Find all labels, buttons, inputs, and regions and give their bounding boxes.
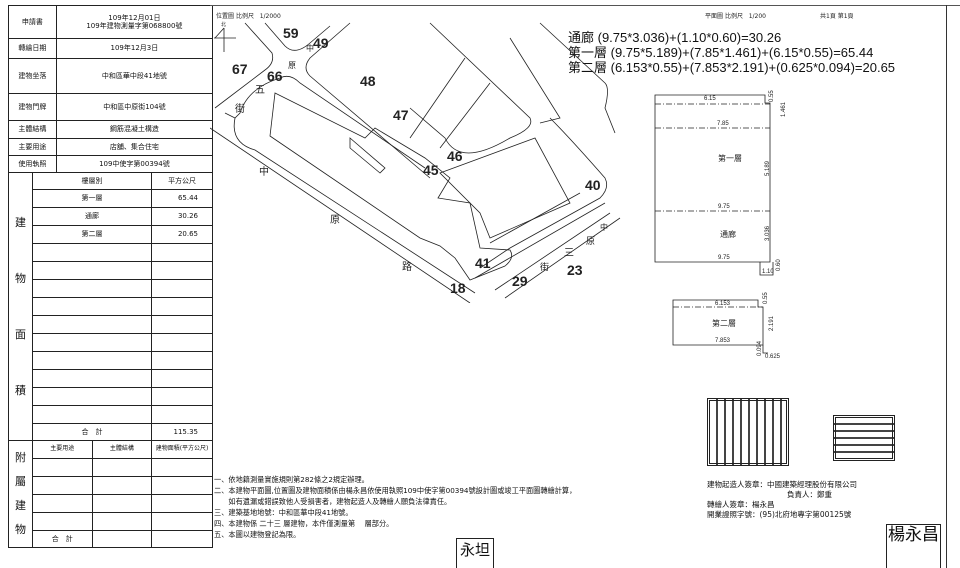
annex-total-label: 合 計	[31, 530, 93, 548]
svg-text:59: 59	[283, 25, 299, 41]
svg-text:1.461: 1.461	[781, 101, 787, 117]
license-value: 109中使字第00394號	[55, 155, 214, 173]
structure-label: 主體結構	[8, 120, 57, 139]
redraw-date-value: 109年12月3日	[55, 38, 214, 59]
col-floor: 樓層別	[31, 172, 153, 190]
area-side-label: 建物面積	[8, 172, 33, 441]
address-label: 建物門牌	[8, 93, 57, 121]
svg-text:街: 街	[540, 261, 549, 272]
plan-first-floor	[654, 94, 774, 276]
svg-text:街: 街	[235, 102, 245, 115]
svg-text:9.75: 9.75	[718, 255, 730, 261]
svg-text:中: 中	[600, 222, 608, 232]
svg-text:47: 47	[393, 107, 409, 123]
col-annex-area: 建物面積(平方公尺)	[151, 440, 213, 459]
col-annex-usage: 主要用途	[31, 440, 93, 459]
svg-text:48: 48	[360, 73, 376, 89]
company-seal	[707, 398, 789, 466]
representative-seal	[833, 415, 895, 461]
formula-corridor: 通廊 (9.75*3.036)+(1.10*0.60)=30.26	[568, 30, 782, 45]
svg-text:第二層: 第二層	[712, 318, 736, 328]
small-seal: 永坦	[456, 538, 495, 568]
svg-text:第一層: 第一層	[718, 153, 742, 163]
area-total: 115.35	[151, 423, 213, 441]
svg-text:中: 中	[306, 43, 314, 53]
application-label: 申請書	[8, 5, 57, 39]
application-date: 109年12月01日	[108, 13, 161, 22]
svg-text:67: 67	[232, 61, 248, 77]
svg-text:23: 23	[567, 262, 583, 278]
location-value: 中和區華中段41地號	[55, 58, 214, 94]
svg-text:6.15: 6.15	[704, 96, 716, 102]
svg-text:18: 18	[450, 280, 466, 296]
svg-text:0.55: 0.55	[763, 292, 769, 304]
svg-text:46: 46	[447, 148, 463, 164]
structure-value: 鋼筋混凝土構造	[55, 120, 214, 139]
signatures: 建物起造人簽章：中國建築經理股份有限公司 負責人：鄭重 轉繪人簽章：楊永昌 開業…	[707, 480, 857, 520]
svg-text:9.75: 9.75	[718, 204, 730, 210]
svg-text:通廊: 通廊	[720, 229, 736, 239]
svg-text:三: 三	[564, 248, 574, 259]
svg-text:40: 40	[585, 177, 601, 193]
representative: 負責人：鄭重	[787, 490, 832, 499]
site-map-header: 位置圖 比例尺 1/2000	[216, 13, 281, 20]
svg-text:0.60: 0.60	[776, 259, 782, 271]
svg-text:0.625: 0.625	[765, 354, 781, 360]
notes: 一、依地籍測量實施規則第282條之2規定辦理。二、本建物平面圖,位置圖及建物面積…	[214, 475, 577, 539]
plan-second-floor	[672, 299, 768, 354]
svg-text:原: 原	[586, 236, 595, 246]
svg-text:五: 五	[255, 85, 265, 96]
area-formulas: 通廊 (9.75*3.036)+(1.10*0.60)=30.26 第一層 (9…	[568, 30, 895, 75]
svg-text:5.189: 5.189	[765, 160, 771, 176]
address-value: 中和區中原街104號	[55, 93, 214, 121]
col-annex-structure: 主體結構	[91, 440, 153, 459]
usage-value: 店舖、集合住宅	[55, 138, 214, 156]
north-arrow-icon	[214, 27, 236, 52]
formula-second-floor: 第二層 (6.153*0.55)+(7.853*2.191)+(0.625*0.…	[568, 60, 896, 75]
svg-text:中: 中	[259, 165, 269, 178]
redraw-date-label: 轉繪日期	[8, 38, 57, 59]
top-border	[210, 5, 960, 6]
svg-text:1.10: 1.10	[762, 269, 774, 275]
annex-side-label: 附屬建物	[8, 440, 33, 548]
svg-text:路: 路	[402, 260, 412, 273]
application-number: 109年建物測量字第068800號	[86, 22, 183, 30]
svg-text:原: 原	[330, 214, 340, 226]
floor-plans: 6.15 0.55 7.85 1.461 5.189 9.75 3.036 9.…	[654, 90, 787, 360]
formula-first-floor: 第一層 (9.75*5.189)+(7.85*1.461)+(6.15*0.55…	[568, 45, 874, 60]
floor-plan-header: 平面圖 比例尺 1/200	[705, 13, 766, 20]
svg-text:41: 41	[475, 255, 491, 271]
owner-signature: 建物起造人簽章：中國建築經理股份有限公司	[707, 480, 857, 489]
svg-text:7.853: 7.853	[715, 338, 731, 344]
svg-text:66: 66	[267, 68, 283, 84]
road-names: 中原 路五 街中 原三 原中 街	[235, 43, 608, 273]
usage-label: 主要用途	[8, 138, 57, 156]
svg-text:0.55: 0.55	[769, 90, 775, 102]
right-border	[946, 5, 947, 568]
location-label: 建物坐落	[8, 58, 57, 94]
license-number: 開業證照字號：(95)北府地專字第00125號	[707, 510, 852, 519]
col-area: 平方公尺	[151, 172, 213, 190]
page-count: 共1頁 第1頁	[820, 13, 854, 20]
svg-text:7.85: 7.85	[717, 121, 729, 127]
svg-text:49: 49	[313, 35, 329, 51]
drafter-seal: 楊永昌	[886, 524, 941, 568]
svg-text:3.036: 3.036	[765, 225, 771, 241]
svg-text:6.153: 6.153	[715, 301, 731, 307]
svg-text:2.191: 2.191	[769, 315, 775, 331]
area-total-label: 合 計	[31, 423, 153, 441]
svg-text:29: 29	[512, 273, 528, 289]
lot-numbers: 59 49 67 66 48 47 46 45 40 41 18 29 23	[232, 25, 601, 296]
svg-text:0.094: 0.094	[757, 340, 763, 356]
drafter-signature: 轉繪人簽章：楊永昌	[707, 500, 775, 509]
svg-text:原: 原	[288, 61, 296, 70]
svg-text:45: 45	[423, 162, 439, 178]
svg-text:北: 北	[221, 21, 226, 28]
license-label: 使用執照	[8, 155, 57, 173]
